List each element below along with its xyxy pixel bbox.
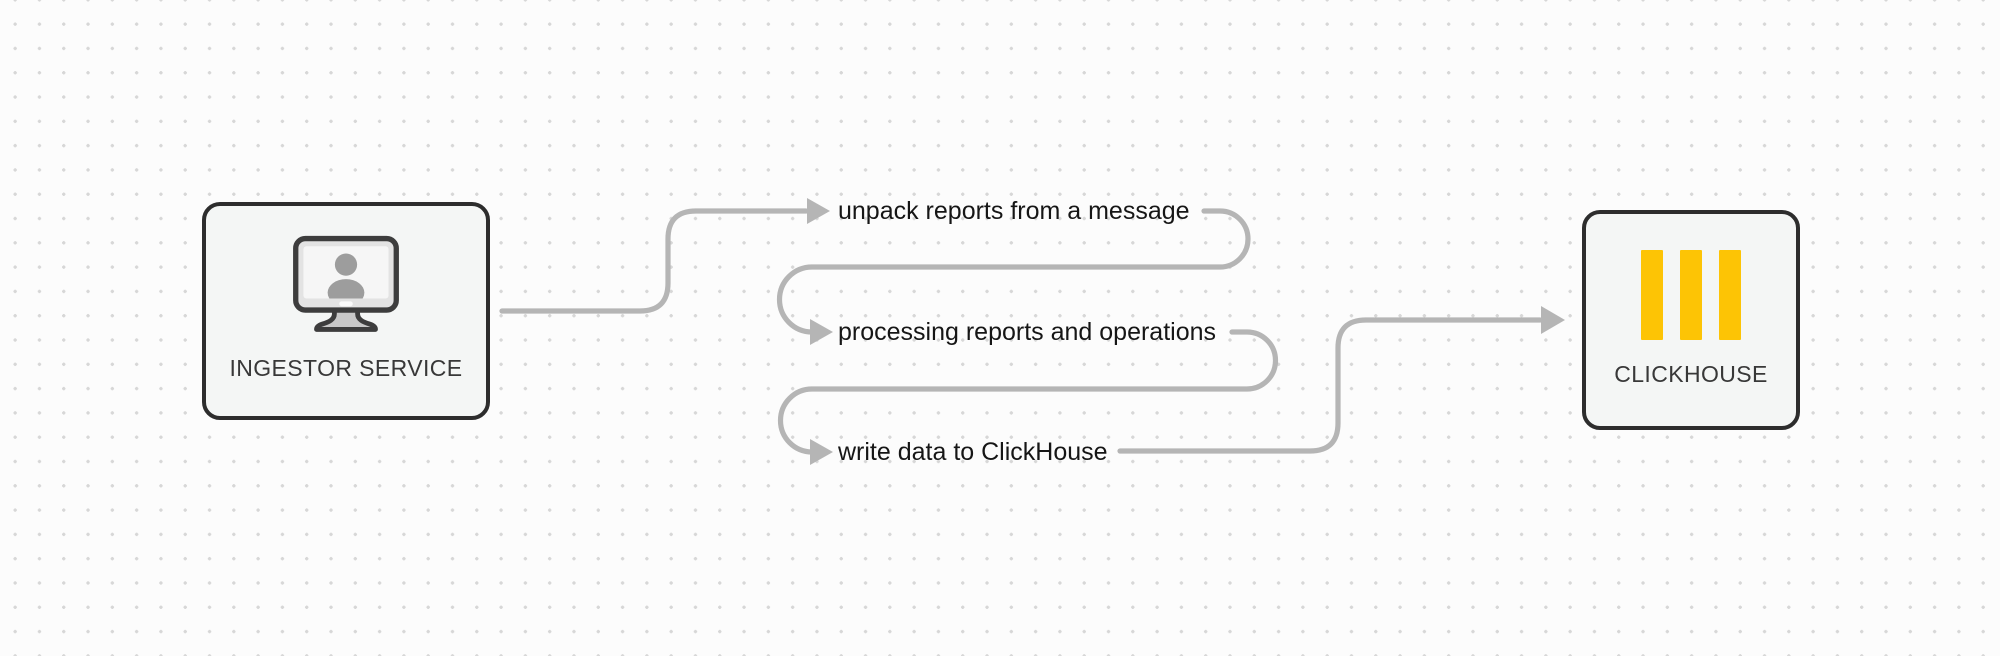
- connector-step3-to-clickhouse: [1117, 317, 1543, 454]
- clickhouse-label: CLICKHOUSE: [1614, 361, 1768, 387]
- monitor-user-icon: [293, 235, 399, 332]
- step-label-write-data: write data to ClickHouse: [838, 438, 1108, 466]
- step-label-unpack-reports: unpack reports from a message: [838, 197, 1190, 225]
- user-silhouette-icon: [327, 253, 365, 299]
- clickhouse-bar: [1641, 250, 1663, 340]
- monitor-bezel-pill: [339, 301, 353, 307]
- connector-step1-to-step2: [776, 208, 1251, 335]
- connector-ingestor-to-step1: [499, 208, 809, 314]
- arrowhead-icon: [1541, 306, 1565, 334]
- arrowhead-icon: [810, 439, 833, 465]
- ingestor-service-label: INGESTOR SERVICE: [229, 355, 463, 381]
- arrowhead-icon: [807, 198, 830, 224]
- node-clickhouse[interactable]: CLICKHOUSE: [1582, 210, 1800, 430]
- clickhouse-bars-icon: [1641, 250, 1741, 340]
- step-label-processing-reports: processing reports and operations: [838, 318, 1217, 346]
- monitor-stand: [314, 305, 378, 332]
- arrowhead-icon: [810, 319, 833, 345]
- connector-step2-to-step3: [777, 329, 1279, 455]
- clickhouse-bar: [1719, 250, 1741, 340]
- node-ingestor-service[interactable]: INGESTOR SERVICE: [202, 202, 490, 420]
- clickhouse-bar: [1680, 250, 1702, 340]
